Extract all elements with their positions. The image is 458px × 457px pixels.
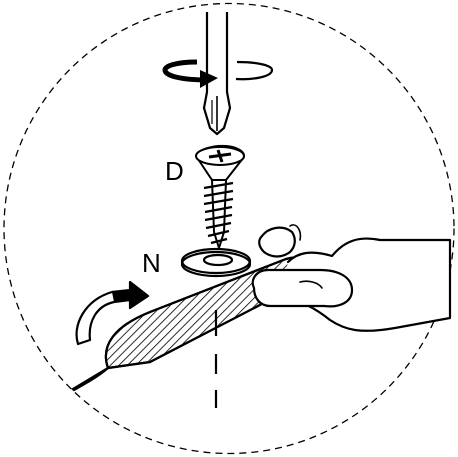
screwdriver [204, 12, 230, 134]
screw [196, 146, 244, 248]
washer-label: N [142, 248, 161, 278]
washer [182, 249, 250, 276]
hand [253, 225, 450, 331]
detail-circle [4, 4, 454, 454]
screw-label: D [165, 156, 184, 186]
